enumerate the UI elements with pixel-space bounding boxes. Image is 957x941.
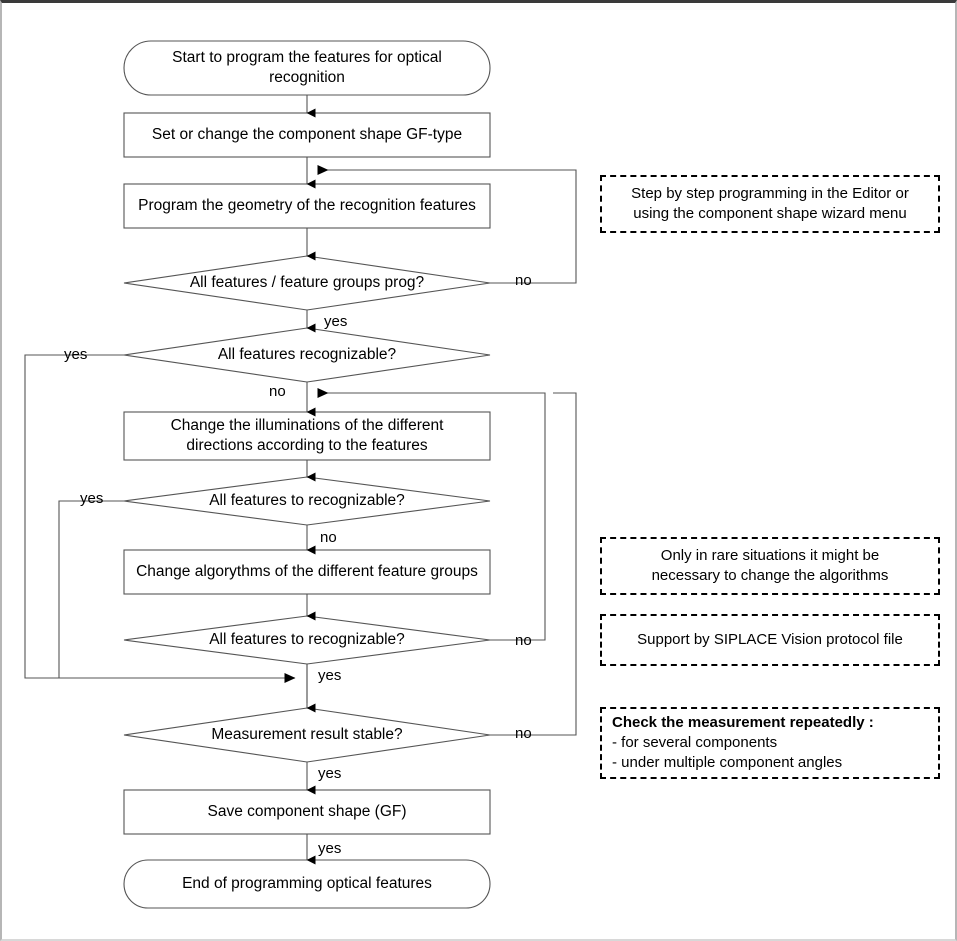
note-rare-situations: Only in rare situations it might be nece… bbox=[600, 537, 940, 595]
edge-label-save-yes: yes bbox=[318, 840, 342, 857]
note-check-measurement-body: Check the measurement repeatedly : - for… bbox=[612, 713, 938, 773]
node-change-algorithms bbox=[123, 549, 491, 595]
edge-label-recognizable-3-no: no bbox=[515, 632, 532, 649]
edge-label-recognizable-3-yes: yes bbox=[318, 667, 342, 684]
node-start bbox=[123, 40, 491, 96]
node-end bbox=[123, 859, 491, 909]
edge-loop-d1-no bbox=[317, 165, 577, 284]
edge-label-recognizable-2-no: no bbox=[320, 529, 337, 546]
edge-label-measurement-stable-yes: yes bbox=[318, 765, 342, 782]
node-decision-all-features-recognizable-2 bbox=[123, 476, 491, 526]
node-set-gf-type bbox=[123, 112, 491, 158]
edge-loop-d4-no bbox=[317, 388, 546, 641]
node-decision-all-features-recognizable-3 bbox=[123, 615, 491, 665]
note-siplace-vision-protocol: Support by SIPLACE Vision protocol file bbox=[600, 614, 940, 666]
node-decision-all-features-recognizable-1 bbox=[123, 327, 491, 383]
note-check-measurement-items: - for several components - under multipl… bbox=[612, 733, 843, 772]
note-siplace-vision-protocol-text: Support by SIPLACE Vision protocol file bbox=[637, 630, 903, 648]
node-decision-measurement-stable bbox=[123, 707, 491, 763]
edge-loop-d2-yes bbox=[24, 354, 296, 683]
edge-label-recognizable-1-no: no bbox=[269, 383, 286, 400]
node-program-geometry bbox=[123, 183, 491, 229]
edge-loop-d5-no bbox=[490, 392, 577, 736]
note-editor-programming: Step by step programming in the Editor o… bbox=[600, 175, 940, 233]
note-check-measurement-title: Check the measurement repeatedly : bbox=[612, 713, 874, 731]
note-editor-programming-text: Step by step programming in the Editor o… bbox=[631, 184, 909, 222]
flowchart-graphics bbox=[24, 40, 577, 909]
edge-label-recognizable-1-yes: yes bbox=[64, 346, 88, 363]
note-rare-situations-text: Only in rare situations it might be nece… bbox=[651, 546, 889, 584]
node-save-component-shape bbox=[123, 789, 491, 835]
edge-loop-d3-yes bbox=[58, 500, 124, 678]
note-check-measurement: Check the measurement repeatedly : - for… bbox=[600, 707, 940, 779]
edge-label-all-programmed-yes: yes bbox=[324, 313, 348, 330]
node-change-illuminations bbox=[123, 411, 491, 461]
edge-label-recognizable-2-yes: yes bbox=[80, 490, 104, 507]
edge-label-measurement-stable-no: no bbox=[515, 725, 532, 742]
node-decision-all-features-programmed bbox=[123, 255, 491, 311]
edge-label-all-programmed-no: no bbox=[515, 272, 532, 289]
